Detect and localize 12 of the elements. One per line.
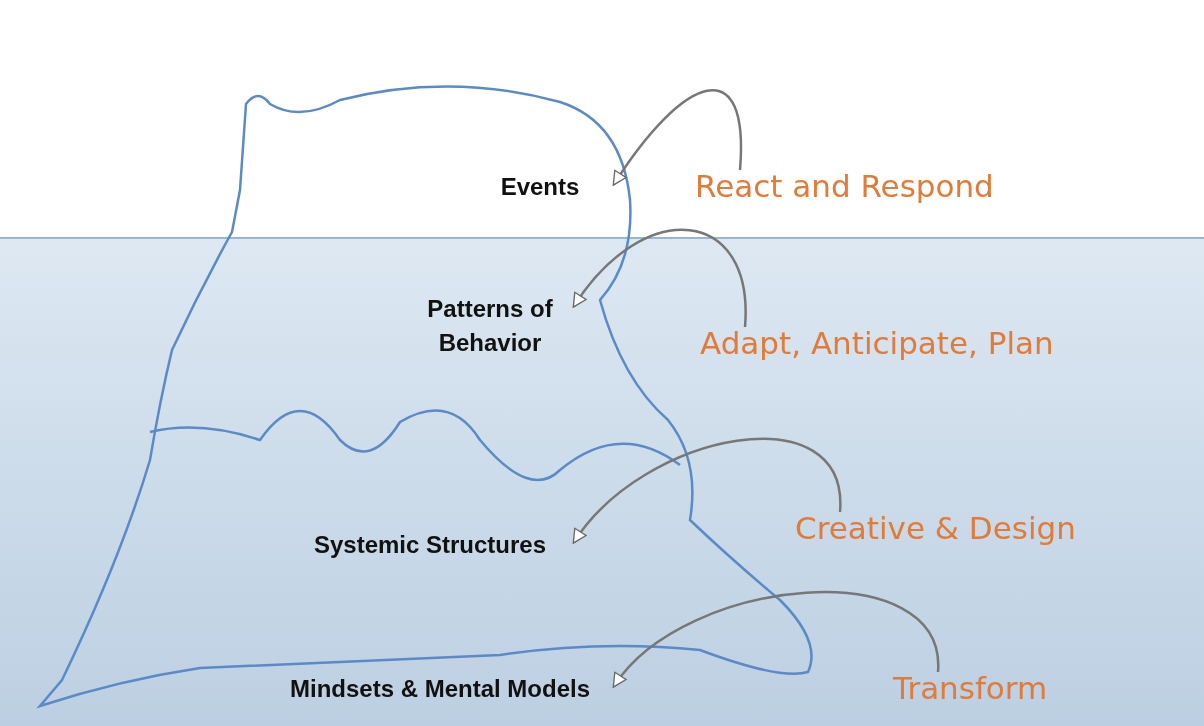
curved-arrow — [572, 229, 747, 327]
iceberg-level-label: Events — [470, 170, 610, 204]
curved-arrow — [612, 591, 940, 688]
response-label: React and Respond — [695, 168, 994, 204]
response-label: Transform — [893, 670, 1048, 706]
curved-arrow — [612, 89, 743, 186]
iceberg-level-label: Patterns of Behavior — [410, 292, 570, 360]
response-label: Creative & Design — [795, 510, 1076, 546]
iceberg-level-label: Systemic Structures — [290, 528, 570, 562]
iceberg-level-label: Mindsets & Mental Models — [270, 672, 610, 706]
response-label: Adapt, Anticipate, Plan — [700, 325, 1054, 361]
curved-arrow — [572, 437, 842, 544]
